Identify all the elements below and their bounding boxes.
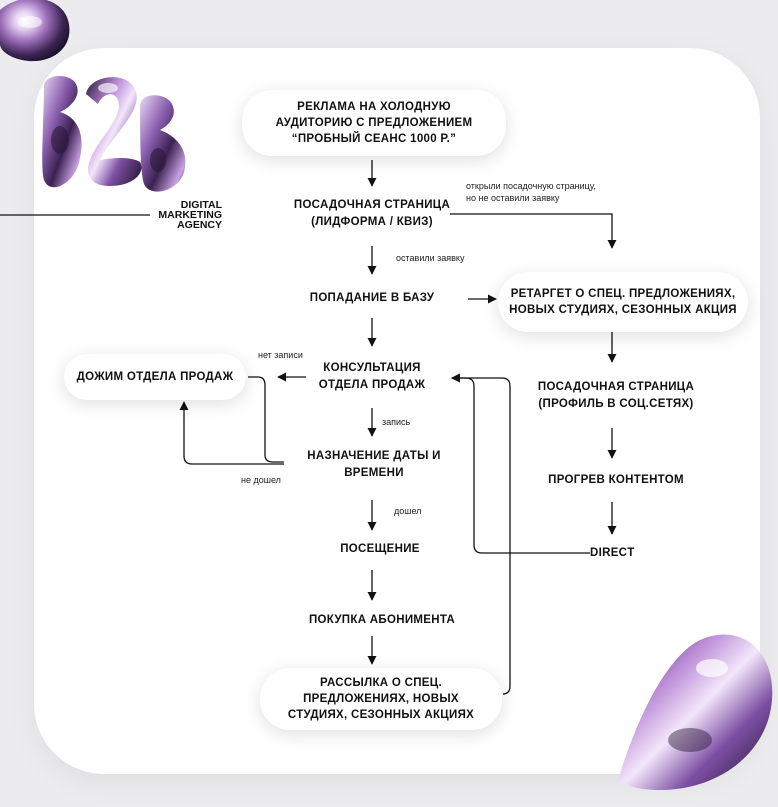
note-booked: запись	[382, 417, 411, 427]
node-social-landing: ПОСАДОЧНАЯ СТРАНИЦА (ПРОФИЛЬ В СОЦ.СЕТЯХ…	[537, 381, 695, 410]
chrome-blob-bottom-right	[618, 634, 773, 790]
node-visit: ПОСЕЩЕНИЕ	[340, 543, 420, 555]
node-sales-push: ДОЖИМ ОТДЕЛА ПРОДАЖ	[64, 354, 246, 400]
b2b-logo-icon	[42, 75, 186, 192]
node-database: ПОПАДАНИЕ В БАЗУ	[309, 292, 435, 304]
chrome-blob-top-left	[0, 0, 70, 62]
node-mailing: РАССЫЛКА О СПЕЦ. ПРЕДЛОЖЕНИЯХ, НОВЫХ СТУ…	[260, 668, 502, 730]
note-left-request: оставили заявку	[396, 253, 465, 263]
arrow-schedule-to-push	[179, 401, 284, 465]
arrow-landing-to-retarget	[450, 213, 617, 249]
node-cold-ad: РЕКЛАМА НА ХОЛОДНУЮ АУДИТОРИЮ С ПРЕДЛОЖЕ…	[242, 90, 506, 156]
note-no-booking: нет записи	[258, 350, 303, 360]
node-retarget: РЕТАРГЕТ О СПЕЦ. ПРЕДЛОЖЕНИЯХ, НОВЫХ СТУ…	[498, 272, 748, 332]
node-sales-consult: КОНСУЛЬТАЦИЯ ОТДЕЛА ПРОДАЖ	[318, 362, 426, 391]
note-no-show: не дошел	[241, 475, 281, 485]
node-purchase: ПОКУПКА АБОНИМЕНТА	[308, 614, 456, 626]
arrow-mailing-to-consult	[451, 373, 511, 695]
tagline-line-2: MARKETING	[158, 209, 222, 221]
note-came: дошел	[394, 506, 422, 516]
node-landing-page: ПОСАДОЧНАЯ СТРАНИЦА (ЛИДФОРМА / КВИЗ)	[293, 199, 451, 228]
arrow-push-to-schedule	[248, 376, 284, 463]
tagline-line-1: DIGITAL	[180, 199, 222, 211]
tagline-line-3: AGENCY	[177, 219, 222, 231]
agency-tagline: DIGITAL MARKETING AGENCY	[128, 199, 222, 231]
node-direct: DIRECT	[590, 547, 635, 559]
note-no-request: открыли посадочную страницу, но не остав…	[466, 181, 596, 203]
node-content-warmup: ПРОГРЕВ КОНТЕНТОМ	[548, 474, 684, 486]
node-schedule: НАЗНАЧЕНИЕ ДАТЫ И ВРЕМЕНИ	[307, 450, 441, 479]
